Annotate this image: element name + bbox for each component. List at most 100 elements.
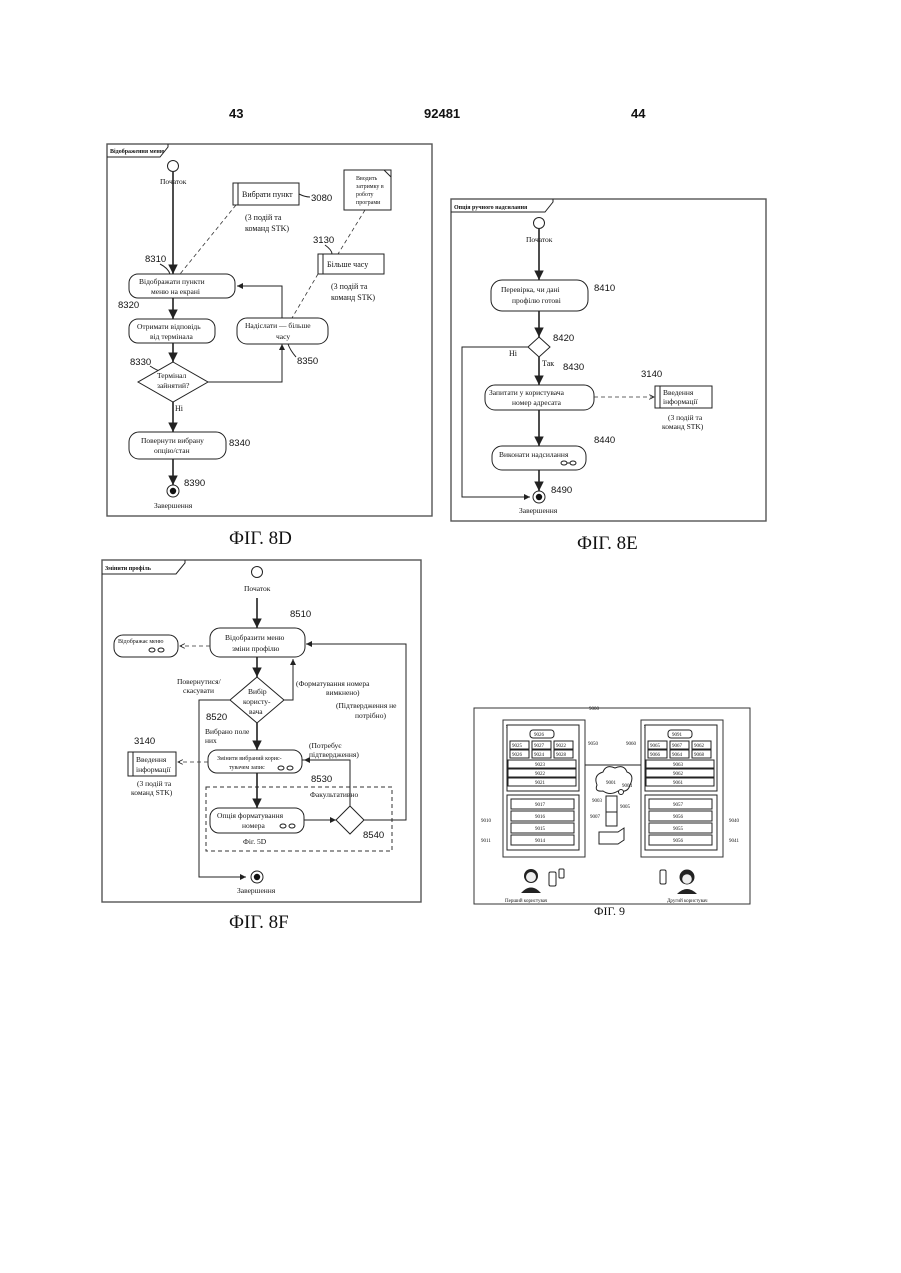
- fig-9-left-lower-label: 9014: [535, 839, 546, 844]
- fig-9-first-user-avatar: [521, 869, 564, 893]
- fig-8e-yes-label: Так: [542, 359, 554, 368]
- fig-8d-ref-8320: 8320: [118, 300, 139, 311]
- fig-9-left-cell-label: 9022: [556, 744, 567, 749]
- fig-8e-ask-number-1: Запитати у користувача: [489, 388, 565, 397]
- fig-9-ref-9041: 9041: [729, 839, 740, 844]
- fig-9-left-bar-label: 9023: [535, 763, 546, 768]
- fig-8f-info-events-1: (3 подій та: [137, 779, 172, 788]
- fig-8f-format-option-2: номера: [242, 821, 265, 830]
- fig-8d-events-note-2: команд STK): [245, 224, 289, 233]
- fig-8e-decision: [528, 337, 550, 357]
- fig-8e-check-profile-2: профілю готові: [512, 296, 561, 305]
- fig-8e: Опція ручного надсилання Початок Перевір…: [451, 199, 766, 521]
- fig-9-left-cell-label: 9024: [534, 753, 545, 758]
- fig-9-right-cell-label: 9064: [672, 753, 683, 758]
- fig-8f-chosen-1: Вибрано поле: [205, 727, 250, 736]
- fig-8f-confirm-1: (Підтвердження не: [336, 701, 397, 710]
- fig-8f-merge: [336, 806, 364, 834]
- fig-9-right-cell-label: 9067: [672, 744, 683, 749]
- fig-9-ref-9007: 9007: [590, 815, 601, 820]
- fig-8e-end-label: Завершення: [519, 506, 558, 515]
- fig-8e-info-events-2: команд STK): [662, 422, 704, 431]
- fig-8f-chosen-2: них: [205, 736, 217, 745]
- fig-8f-start-node: [252, 567, 263, 578]
- fig-8f-format-off-1: (Форматування номера: [296, 679, 370, 688]
- fig-9-left-cell-label: 9027: [534, 744, 545, 749]
- fig-9-left-lower-label: 9017: [535, 803, 546, 808]
- fig-9-ref-9050: 9050: [588, 742, 599, 747]
- fig-9-ref-9005: 9005: [620, 805, 631, 810]
- fig-8e-no-label: Ні: [509, 349, 518, 358]
- fig-8e-ref-8440: 8440: [594, 435, 615, 446]
- fig-8d-decision-1: Термінал: [157, 371, 186, 380]
- fig-9-right-cell-label: 9062: [694, 744, 705, 749]
- fig-8e-ref-3140: 3140: [641, 369, 662, 380]
- fig-9-left-bar-label: 9021: [535, 781, 546, 786]
- fig-8f-optional-label: Факультативно: [310, 790, 358, 799]
- fig-9-storage-icon: [606, 812, 617, 826]
- fig-8d-receive-reply-1: Отримати відповідь: [137, 322, 201, 331]
- fig-8f-ref-3140: 3140: [134, 736, 155, 747]
- fig-9-right-lower-label: 9055: [673, 827, 684, 832]
- fig-9-right-bar-label: 9062: [673, 772, 684, 777]
- fig-8f-ref-8520: 8520: [206, 712, 227, 723]
- fig-8d-delay-note-2: затримку в: [356, 184, 384, 190]
- fig-8d-timeout-events-2: команд STK): [331, 293, 375, 302]
- fig-8d-receive-reply-2: від термінала: [150, 332, 194, 341]
- fig-8f-needs-2: підтвердження): [309, 750, 359, 759]
- fig-9-left-cell-label: 9028: [556, 753, 567, 758]
- fig-8f-back-1: Повернутися/: [177, 677, 222, 686]
- fig-9-right-cell-label: 9065: [650, 744, 661, 749]
- fig-8f-caption: ФІГ. 8F: [229, 912, 289, 934]
- fig-8d-timeout-events-1: (3 подій та: [331, 282, 368, 291]
- fig-8d-send-more-time-1: Надіслати — більше: [245, 321, 311, 330]
- fig-8e-ref-8430: 8430: [563, 362, 584, 373]
- fig-8d-title: Відображення меню: [110, 148, 165, 155]
- fig-8f-shows-menu-label: Відображає меню: [118, 638, 164, 645]
- fig-8e-info-input-2: інформації: [663, 397, 698, 406]
- fig-8f-start-label: Початок: [244, 584, 271, 593]
- fig-8f-ref-8540: 8540: [363, 830, 384, 841]
- fig-8e-check-profile-1: Перевірка, чи дані: [501, 285, 560, 294]
- fig-9-right-head-label: 9091: [672, 733, 683, 738]
- fig-9-ref-9001: 9001: [606, 781, 617, 786]
- fig-8f-fig-5d-ref: Фіг. 5D: [243, 837, 267, 846]
- fig-9-first-user-label: Перший користувач: [505, 899, 548, 904]
- fig-8e-info-events-1: (3 подій та: [668, 413, 703, 422]
- fig-9-right-lower-label: 9056: [673, 815, 684, 820]
- fig-8f-info-input-1: Введення: [136, 755, 167, 764]
- fig-9-right-lower-label: 9056: [673, 839, 684, 844]
- fig-8d-ref-3130: 3130: [313, 235, 334, 246]
- fig-9-right-bar-label: 9063: [673, 763, 684, 768]
- fig-8f-user-choice-3: вача: [249, 707, 263, 716]
- fig-8d-ref-8340: 8340: [229, 438, 250, 449]
- fig-8e-ref-8490: 8490: [551, 485, 572, 496]
- fig-8f-change-record-2: тувачем запис: [229, 765, 265, 771]
- fig-8d-delay-note-1: Вводить: [356, 176, 378, 182]
- fig-8e-ref-8420: 8420: [553, 333, 574, 344]
- fig-9-left-head-label: 9026: [534, 733, 545, 738]
- fig-8d-display-menu-2: меню на екрані: [151, 287, 200, 296]
- fig-8d-delay-note-3: роботу: [356, 191, 374, 198]
- fig-8f-change-record-1: Змінити вибраний корис-: [217, 755, 282, 762]
- fig-8f-user-choice-2: користу-: [243, 697, 271, 706]
- fig-8e-frame: [451, 199, 766, 521]
- fig-8d-ref-3080: 3080: [311, 193, 332, 204]
- fig-8f-display-menu-2: зміни профілю: [232, 644, 280, 653]
- fig-8d-select-item-label: Вибрати пункт: [242, 190, 293, 199]
- fig-8f-title: Змінити профіль: [105, 565, 152, 572]
- fig-8f-ref-8530: 8530: [311, 774, 332, 785]
- fig-9-ref-9004: 9004: [622, 784, 633, 789]
- fig-9-left-lower-label: 9015: [535, 827, 546, 832]
- fig-8d-end-label: Завершення: [154, 501, 193, 510]
- fig-9-right-bar-label: 9061: [673, 781, 684, 786]
- fig-9-computer-icon: [599, 828, 624, 844]
- fig-8e-title: Опція ручного надсилання: [454, 205, 528, 211]
- fig-9-server-icon: [606, 796, 617, 812]
- fig-8d-delay-note-4: програми: [356, 200, 381, 206]
- fig-8f-display-menu-1: Відобразити меню: [225, 633, 285, 642]
- fig-9-left-cell-label: 9025: [512, 744, 523, 749]
- fig-8d-display-menu-1: Відображати пункти: [139, 277, 205, 286]
- fig-9-caption: ФІГ. 9: [594, 904, 625, 919]
- fig-9-second-user-avatar: [660, 870, 697, 895]
